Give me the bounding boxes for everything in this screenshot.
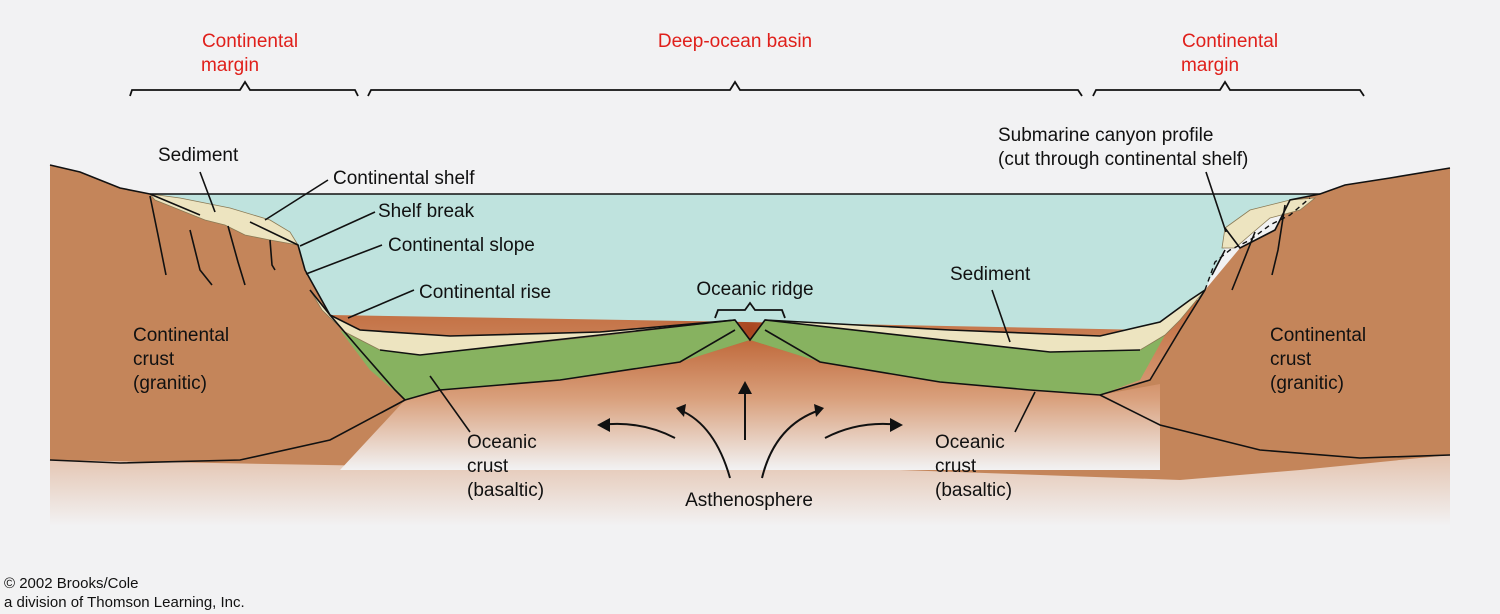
ocean-floor-outline	[309, 289, 1206, 337]
leader-continental-rise	[347, 289, 415, 319]
continental-rise-label: Continental rise	[419, 282, 551, 303]
right-margin-label-1: Continental	[1182, 31, 1278, 52]
basin-label: Deep-ocean basin	[658, 31, 812, 52]
oceanic-right-label-3: (basaltic)	[935, 480, 1012, 501]
canyon-label-1: Submarine canyon profile	[998, 125, 1213, 146]
arrowheads	[597, 381, 903, 432]
canyon-label-2: (cut through continental shelf)	[998, 149, 1248, 170]
asthenosphere-label: Asthenosphere	[685, 490, 813, 511]
basin-bracket	[367, 80, 1083, 97]
continental-slope-label: Continental slope	[388, 235, 535, 256]
crust-mantle-boundary-left	[49, 399, 406, 464]
oceanic-ridge-label: Oceanic ridge	[696, 279, 813, 300]
right-continent-outline	[764, 167, 1451, 396]
crust-right-label-2: crust	[1270, 349, 1312, 370]
leader-sediment-left	[199, 171, 216, 213]
canyon-profile-dashed-line	[1204, 197, 1311, 291]
sediment-right-label: Sediment	[950, 264, 1031, 285]
sediment-left-label: Sediment	[158, 145, 239, 166]
crust-right-label-1: Continental	[1270, 325, 1366, 346]
ridge-bracket	[714, 301, 786, 319]
oceanic-crust-right	[750, 320, 1165, 395]
oceanic-crust-left	[340, 320, 750, 400]
leader-canyon	[1205, 171, 1227, 233]
mantle-hump	[340, 340, 1160, 470]
crust-left-label-2: crust	[133, 349, 175, 370]
leader-continental-shelf	[264, 179, 329, 221]
leader-shelf-break	[299, 211, 376, 247]
right-shelf-faults	[1211, 204, 1286, 291]
crust-right-label-3: (granitic)	[1270, 373, 1344, 394]
left-shelf-faults	[149, 195, 276, 286]
crust-left-label-3: (granitic)	[133, 373, 207, 394]
left-continent-outline	[49, 164, 736, 401]
oceanic-right-label-2: crust	[935, 456, 977, 477]
leader-oceanic-right	[1014, 391, 1036, 433]
leader-oceanic-left	[429, 375, 471, 433]
oceanic-right-label-1: Oceanic	[935, 432, 1005, 453]
copyright-line-1: © 2002 Brooks/Cole	[4, 575, 138, 592]
crust-left-label-1: Continental	[133, 325, 229, 346]
left-margin-label-1: Continental	[202, 31, 298, 52]
ocean-water	[150, 194, 1320, 330]
right-margin-label-2: margin	[1181, 55, 1239, 76]
continental-shelf-label: Continental shelf	[333, 168, 475, 189]
right-margin-bracket	[1092, 80, 1365, 97]
leader-continental-slope	[305, 244, 383, 275]
shelf-break-label: Shelf break	[378, 201, 475, 222]
left-margin-label-2: margin	[201, 55, 259, 76]
crust-mantle-boundary-right	[1099, 394, 1451, 459]
convection-arrows	[599, 385, 901, 479]
copyright-line-2: a division of Thomson Learning, Inc.	[4, 594, 245, 611]
oceanic-crust-base-outline	[379, 319, 1141, 356]
left-margin-bracket	[129, 80, 359, 97]
oceanic-left-label-2: crust	[467, 456, 509, 477]
sediment-right-shelf	[1221, 197, 1317, 249]
oceanic-left-label-3: (basaltic)	[467, 480, 544, 501]
leader-sediment-right	[991, 289, 1011, 343]
oceanic-left-label-1: Oceanic	[467, 432, 537, 453]
